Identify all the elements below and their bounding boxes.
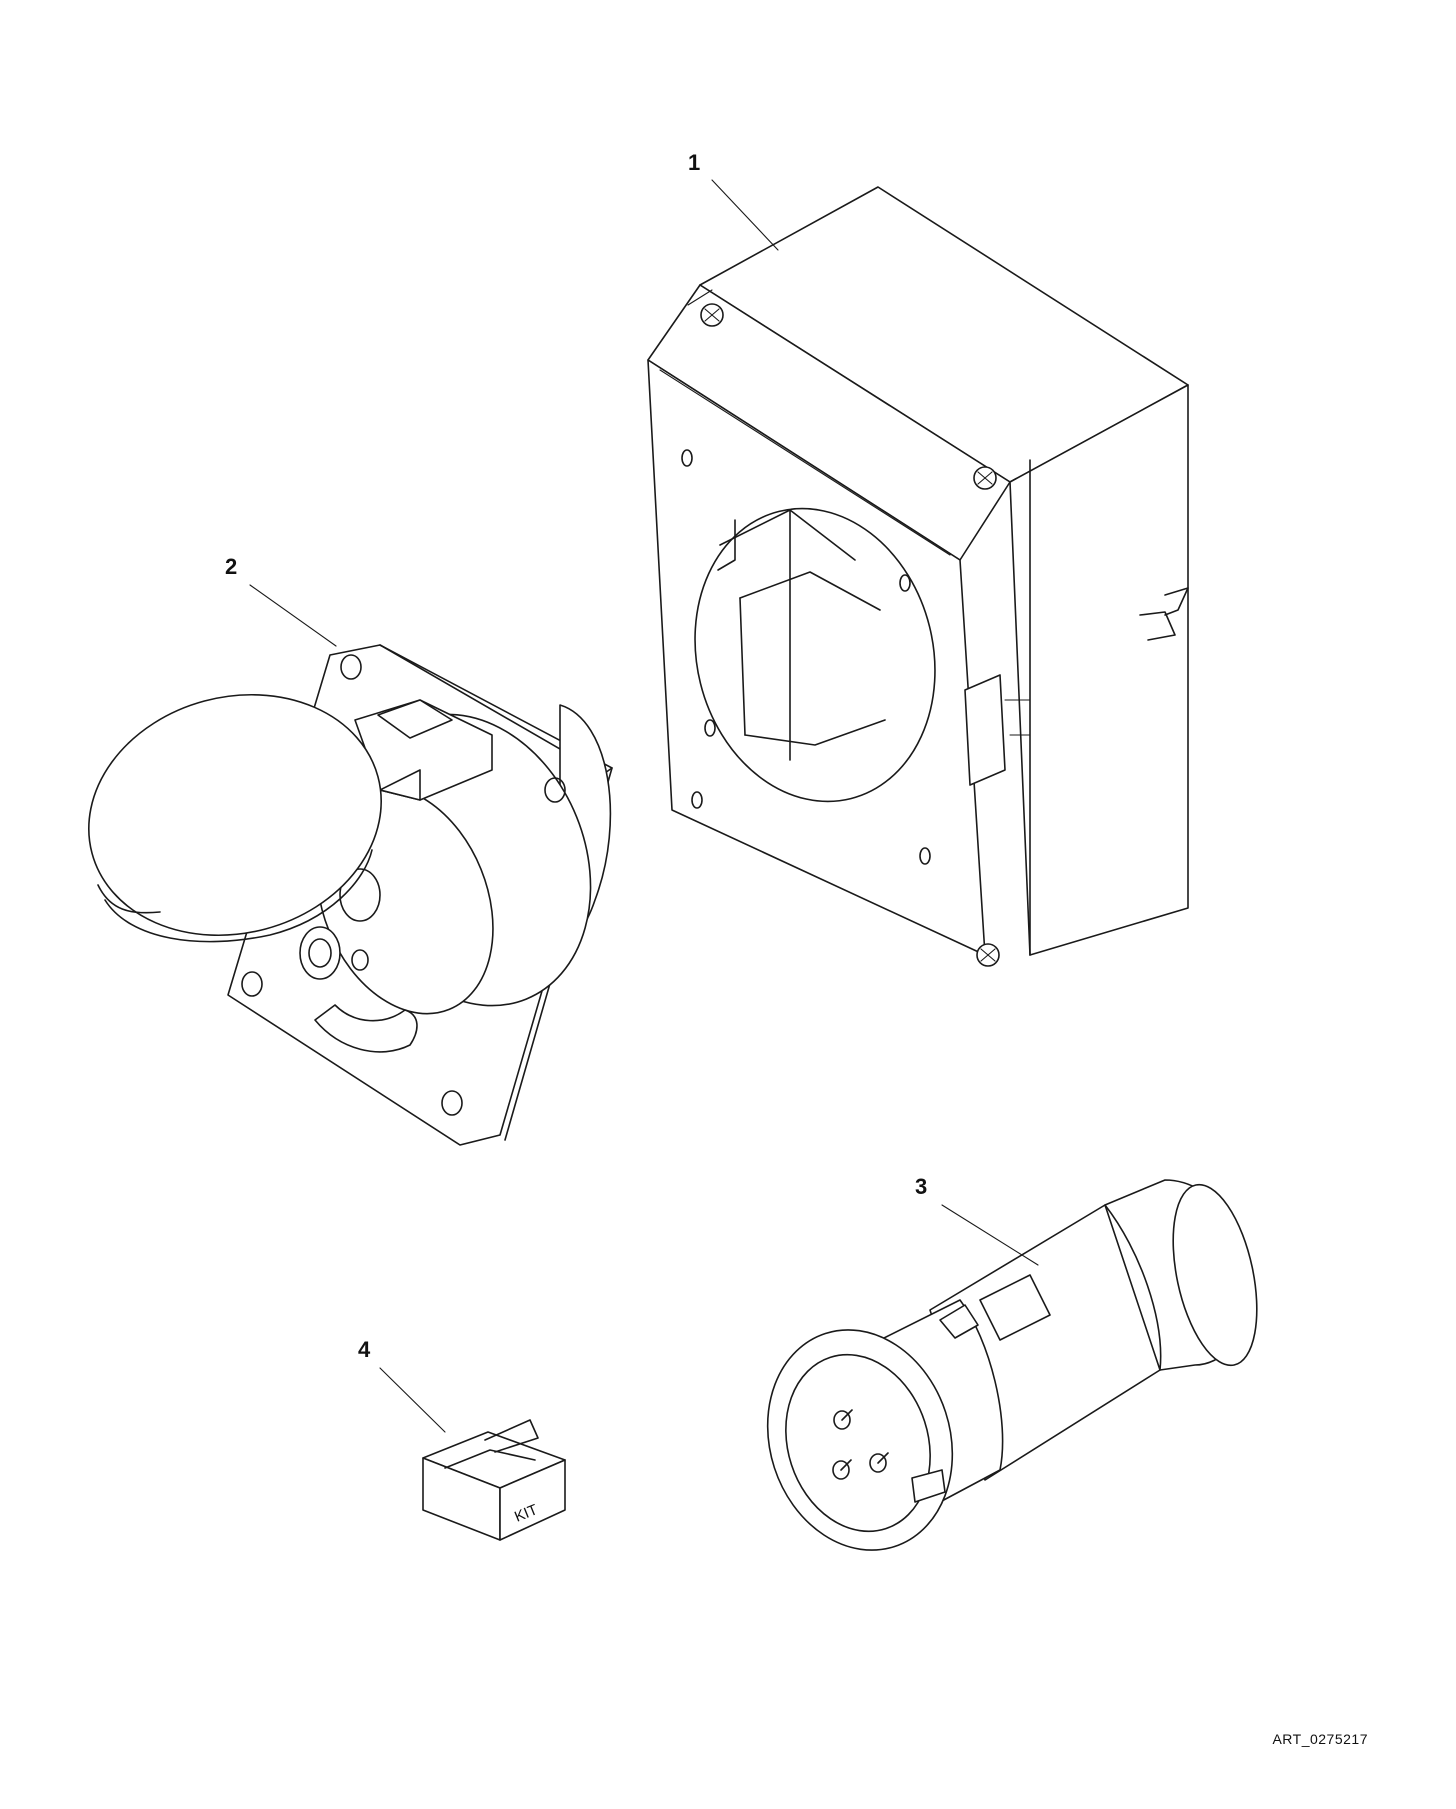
screw-icon xyxy=(976,943,1000,967)
item-2-socket xyxy=(88,644,613,1146)
item-1-mounting-box xyxy=(647,186,1189,967)
callout-number: 4 xyxy=(358,1337,371,1362)
callout-number: 3 xyxy=(915,1174,927,1199)
item-3-plug xyxy=(766,1179,1258,1551)
art-reference: ART_0275217 xyxy=(1272,1731,1368,1747)
callout-4: 4 xyxy=(358,1337,446,1433)
callout-2: 2 xyxy=(225,554,337,647)
callout-1: 1 xyxy=(688,150,779,251)
callout-number: 2 xyxy=(225,554,237,579)
screw-icon xyxy=(973,466,997,490)
callout-3: 3 xyxy=(915,1174,1039,1266)
item-4-kit-box: KIT xyxy=(422,1419,566,1541)
screw-icon xyxy=(700,303,724,327)
callout-number: 1 xyxy=(688,150,700,175)
